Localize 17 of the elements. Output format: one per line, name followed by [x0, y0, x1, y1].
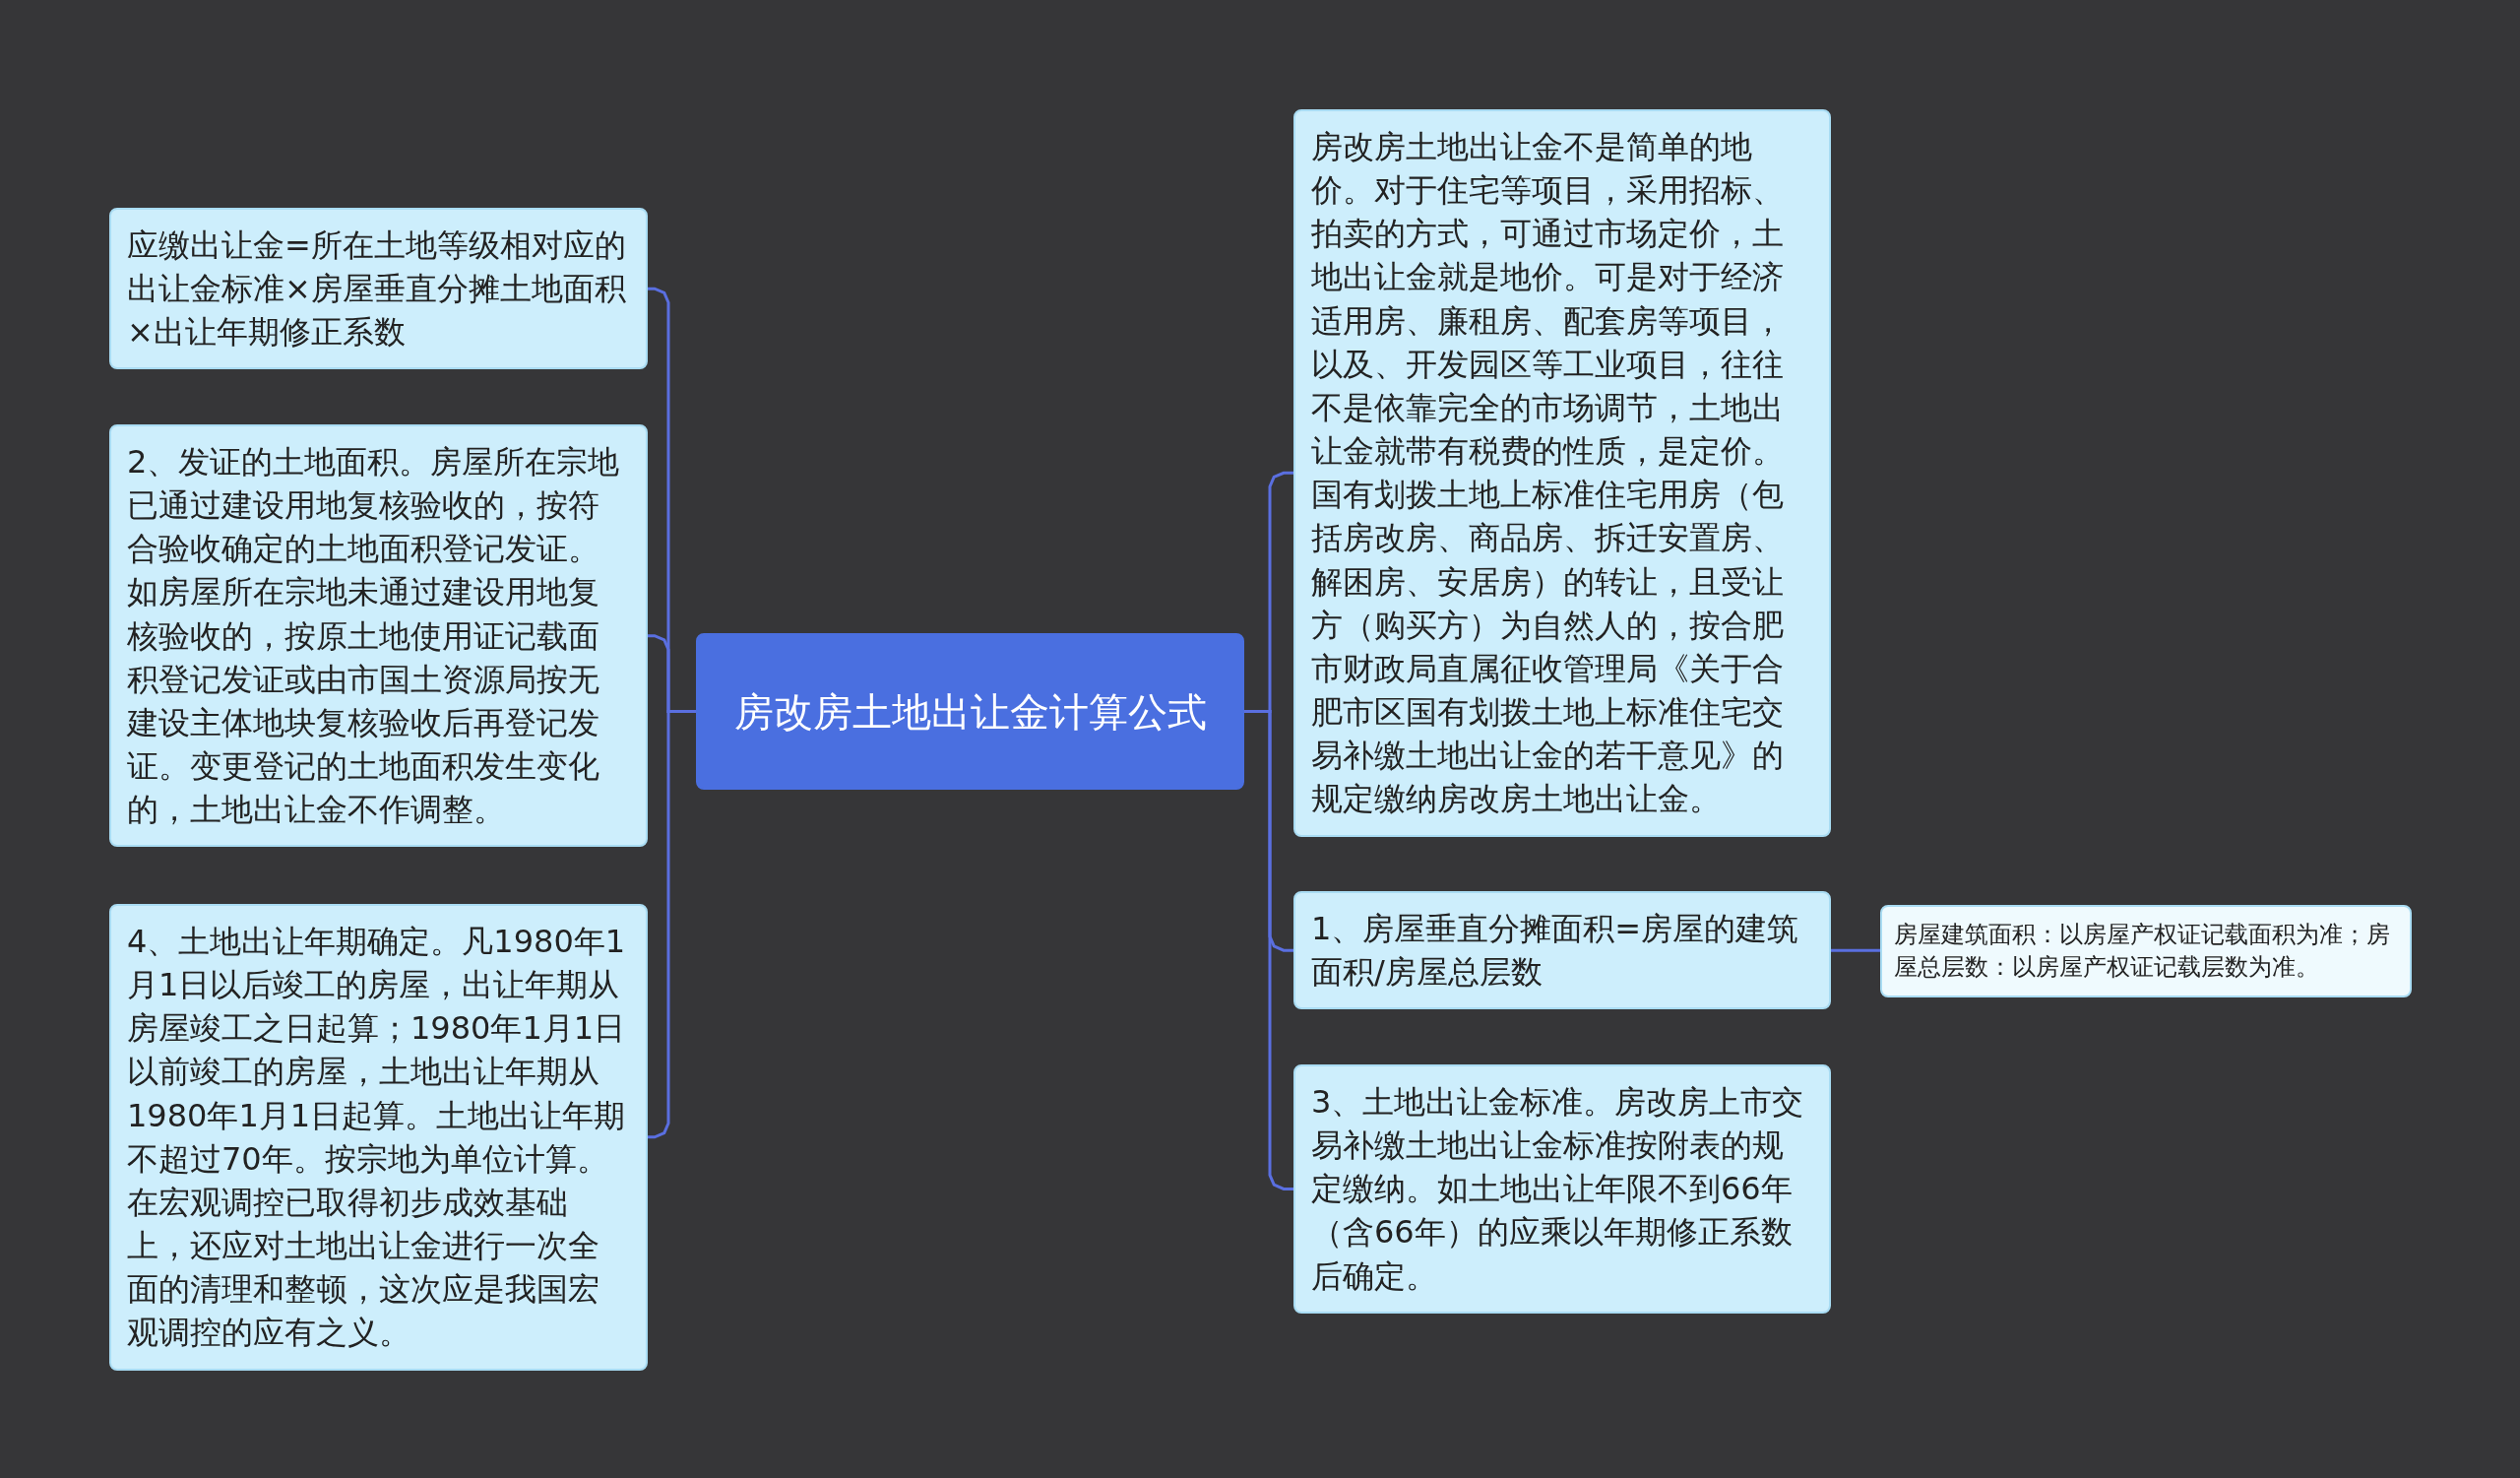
topic-box [1293, 1064, 1831, 1314]
topic-text: 2、发证的土地面积。房屋所在宗地已通过建设用地复核验收的，按符合验收确定的土地面积登记发证。如房屋所在宗地未通过建设用地复核验收的，按原土地使用证记载面积登记发证或由市国土资源局按无建设主体地块复核验收后再登记发证。变更登记的土地面积发生变化的，土地出让金不作调整。 [127, 442, 621, 831]
topic-title: 房改房土地出让金计算公式 [733, 687, 1207, 737]
topic-text: 3、土地出让金标准。房改房上市交易补缴土地出让金标准按附表的规定缴纳。如土地出让年限不到66年（含66年）的应乘以年期修正系数后确定。 [1311, 1082, 1805, 1297]
topic-box [109, 208, 648, 370]
topic-box [109, 424, 648, 848]
topic-box [1293, 891, 1831, 1010]
topic-text: 应缴出让金=所在土地等级相对应的出让金标准×房屋垂直分摊土地面积×出让年期修正系数 [127, 225, 627, 353]
connector-line [648, 710, 696, 1139]
topic-text: 4、土地出让年期确定。凡1980年1月1日以后竣工的房屋，出让年期从房屋竣工之日起算；1980年1月1日以前竣工的房屋，土地出让年期从1980年1月1日起算。土地出让年期不超过70年。按宗地为单位计算。在宏观调控已取得初步成效基础上，还应对土地出让金进行一次全面的清理和整顿，这次应是我国宏观调控的应有之义。 [127, 922, 627, 1354]
topic-box [1293, 109, 1831, 837]
topic-text: 1、房屋垂直分摊面积=房屋的建筑面积/房屋总层数 [1311, 909, 1800, 994]
central-topic-box [696, 633, 1244, 790]
note-box [1880, 905, 2412, 998]
connector-line [1831, 948, 1880, 952]
topic-text: 房屋建筑面积：以房屋产权证记载面积为准；房屋总层数：以房屋产权证记载层数为准。 [1894, 920, 2391, 984]
topic-text: 房改房土地出让金不是简单的地价。对于住宅等项目，采用招标、拍卖的方式，可通过市场定价，土地出让金就是地价。可是对于经济适用房、廉租房、配套房等项目，以及、开发园区等工业项目，往往不是依靠完全的市场调节，土地出让金就带有税费的性质，是定价。国有划拨土地上标准住宅用房（包括房改房、商品房、拆迁安置房、解困房、安居房）的转让，且受让方（购买方）为自然人的，按合肥市财政局直属征收管理局《关于合肥市区国有划拨土地上标准住宅交易补缴土地出让金的若干意见》的规定缴纳房改房土地出让金。 [1311, 127, 1785, 820]
